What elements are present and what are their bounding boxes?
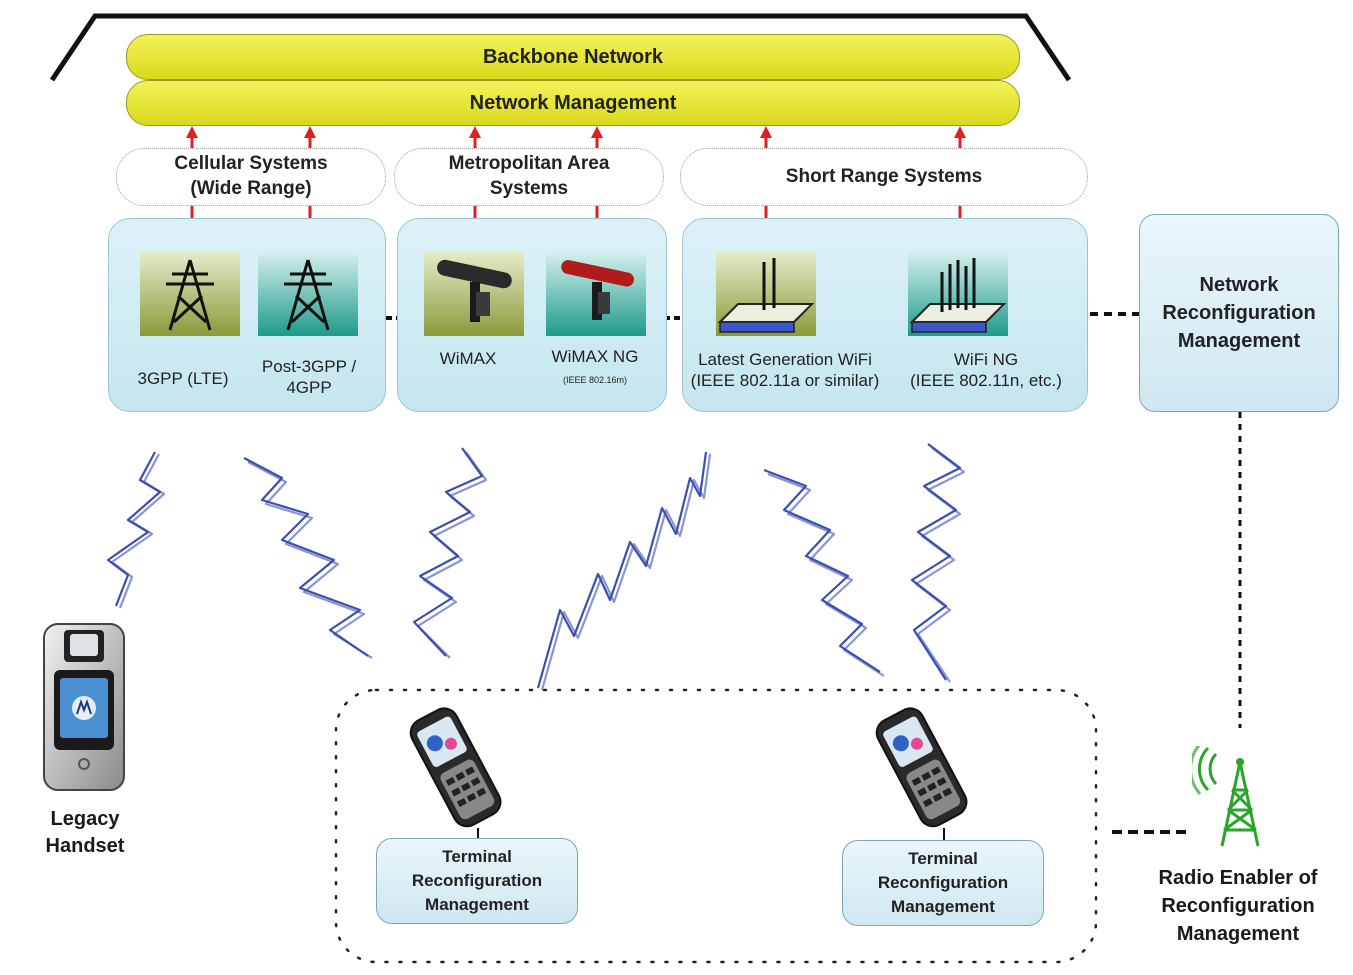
radio-wave	[243, 457, 373, 659]
radio-enabler-line3: Management	[1176, 923, 1300, 945]
radio-wave	[412, 447, 488, 659]
wimax-ng-antenna-icon	[546, 252, 646, 336]
reconfigurable-phone-left-icon	[409, 707, 502, 828]
network-management-bar: Network Management	[126, 80, 1020, 126]
terminal-reconfiguration-box-left: Terminal Reconfiguration Management	[376, 838, 578, 924]
network-reconfiguration-box: Network Reconfiguration Management	[1139, 214, 1339, 412]
tech-label-wifi-line2: (IEEE 802.11a or similar)	[690, 371, 880, 391]
radio-tower-icon	[1192, 746, 1260, 847]
tech-label-post3gpp: Post-3GPP / 4GPP	[244, 356, 374, 399]
terminal-left-line1: Terminal	[442, 847, 512, 867]
terminal-right-line2: Reconfiguration	[877, 873, 1009, 893]
radio-enabler-line1: Radio Enabler of	[1158, 867, 1318, 889]
terminal-right-line3: Management	[891, 896, 995, 916]
legacy-handset-line2: Handset	[45, 835, 125, 857]
flip-phone-icon	[43, 623, 125, 791]
backbone-network-bar: Backbone Network	[126, 34, 1020, 80]
backbone-network-label: Backbone Network	[482, 45, 664, 68]
backbone-frame-line	[49, 13, 1072, 82]
tech-label-wifi-ng-line2: (IEEE 802.11n, etc.)	[910, 371, 1062, 391]
category-metropolitan-line1: Metropolitan Area	[448, 153, 610, 175]
network-reconfig-line3: Management	[1177, 330, 1301, 352]
network-reconfig-line2: Reconfiguration	[1162, 302, 1316, 324]
terminal-zone	[334, 688, 1098, 964]
tech-label-3gpp: 3GPP (LTE)	[118, 368, 248, 389]
tech-label-post3gpp-line1: Post-3GPP /	[261, 357, 357, 376]
category-metropolitan: Metropolitan Area Systems	[394, 148, 664, 206]
cell-tower-4gpp-icon	[258, 252, 358, 336]
tech-label-wimax-ng: WiMAX NG (IEEE 802.16m)	[530, 346, 660, 389]
tech-label-wimax-text: WiMAX	[439, 349, 497, 368]
category-cellular: Cellular Systems (Wide Range)	[116, 148, 386, 206]
cell-tower-3gpp-icon	[140, 252, 240, 336]
tech-label-wimax-ng-sub: (IEEE 802.16m)	[562, 375, 628, 386]
radio-wave	[910, 443, 966, 683]
terminal-left-line3: Management	[425, 894, 529, 914]
tech-label-wifi: Latest Generation WiFi (IEEE 802.11a or …	[680, 349, 890, 392]
legacy-handset-line1: Legacy	[50, 808, 120, 830]
tech-label-wifi-ng-line1: WiFi NG	[953, 350, 1019, 369]
tech-label-post3gpp-line2: 4GPP	[286, 378, 332, 398]
wifi-ng-router-icon	[908, 252, 1008, 336]
category-short-range: Short Range Systems	[680, 148, 1088, 206]
wimax-antenna-icon	[424, 252, 524, 336]
terminal-left-line2: Reconfiguration	[411, 871, 543, 891]
radio-wave	[536, 451, 712, 691]
tech-label-3gpp-text: 3GPP (LTE)	[137, 369, 229, 388]
network-reconfig-line1: Network	[1199, 274, 1279, 296]
legacy-handset-label: Legacy Handset	[28, 806, 142, 860]
terminal-reconfiguration-box-right: Terminal Reconfiguration Management	[842, 840, 1044, 926]
category-short-range-line1: Short Range Systems	[785, 165, 983, 187]
radio-wave	[763, 468, 885, 677]
radio-wave	[106, 451, 166, 609]
tech-label-wifi-line1: Latest Generation WiFi	[698, 350, 872, 369]
tech-label-wimax-ng-text: WiMAX NG	[551, 347, 639, 366]
terminal-right-line1: Terminal	[908, 849, 978, 869]
category-cellular-line2: (Wide Range)	[190, 178, 312, 199]
wifi-router-icon	[716, 252, 816, 336]
network-management-label: Network Management	[469, 91, 677, 114]
radio-enabler-label: Radio Enabler of Reconfiguration Managem…	[1138, 864, 1338, 948]
tech-label-wimax: WiMAX	[408, 348, 528, 369]
reconfigurable-phone-right-icon	[875, 707, 968, 828]
tech-label-wifi-ng: WiFi NG (IEEE 802.11n, etc.)	[896, 349, 1076, 392]
radio-waves	[106, 443, 966, 691]
radio-enabler-line2: Reconfiguration	[1161, 895, 1315, 917]
category-metropolitan-line2: Systems	[489, 178, 569, 199]
category-cellular-line1: Cellular Systems	[174, 153, 328, 175]
